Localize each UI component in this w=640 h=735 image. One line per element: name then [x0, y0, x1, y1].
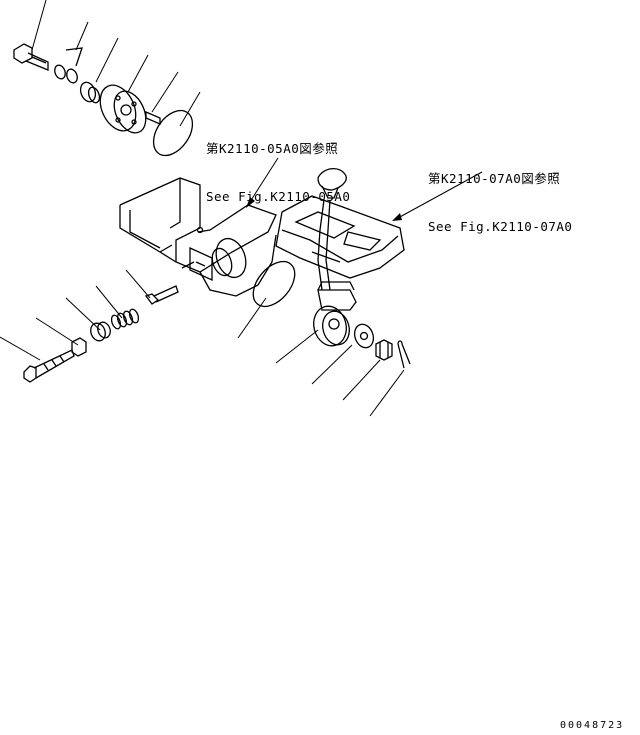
- drawing-code: 00048723: [560, 720, 625, 731]
- reference-note-en: See Fig.K2110-05A0: [206, 189, 351, 204]
- cotter-pin: [398, 341, 410, 368]
- flange-hub: [93, 79, 152, 137]
- flat-washer: [351, 322, 376, 351]
- reference-note-jp: 第K2110-05A0図参照: [206, 141, 339, 156]
- washer-pair: [53, 48, 82, 84]
- small-pin: [146, 112, 160, 124]
- castle-nut: [376, 340, 392, 360]
- gasket-upper: [146, 103, 201, 162]
- reference-note-k2110-07a0: 第K2110-07A0図参照 See Fig.K2110-07A0: [428, 139, 572, 251]
- console-plate: [276, 196, 404, 278]
- reference-note-en: See Fig.K2110-07A0: [428, 219, 573, 234]
- bushing: [78, 80, 101, 104]
- bracket-housing: [120, 178, 276, 296]
- spring-collar: [88, 320, 112, 342]
- clevis-pin: [146, 286, 178, 304]
- leader-lines: [0, 0, 482, 416]
- lever-disc: [309, 303, 353, 350]
- lever-bracket: [318, 282, 356, 310]
- coil-spring: [110, 308, 140, 330]
- lever-knob: [318, 169, 346, 198]
- reference-note-jp: 第K2110-07A0図参照: [428, 171, 561, 186]
- reference-note-k2110-05a0: 第K2110-05A0図参照 See Fig.K2110-05A0: [206, 109, 350, 221]
- hex-nut: [72, 338, 86, 356]
- top-bolt: [14, 44, 48, 70]
- gasket-lower: [245, 254, 303, 314]
